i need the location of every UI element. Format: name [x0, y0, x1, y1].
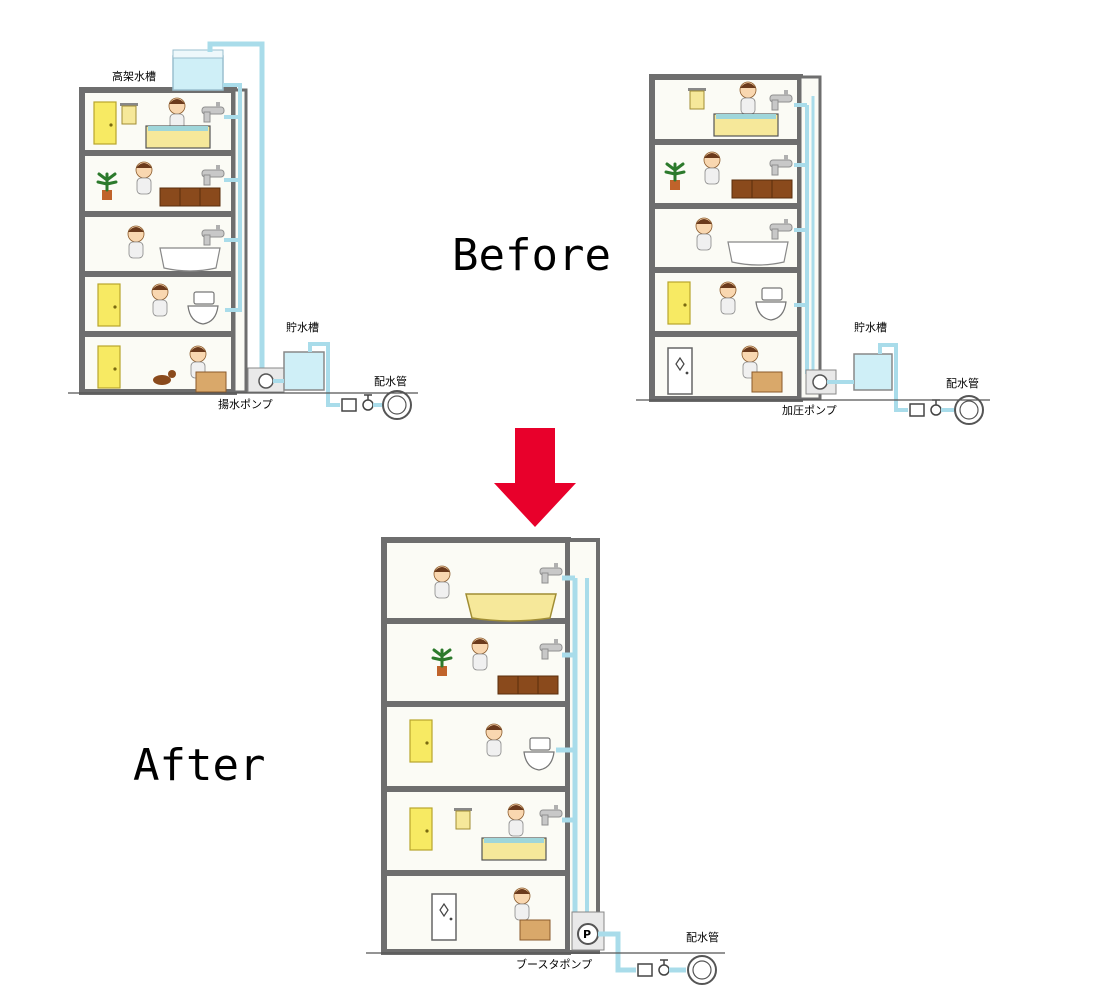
door-icon — [93, 101, 117, 145]
storage-tank — [283, 351, 325, 391]
cabinet-icon — [159, 187, 221, 207]
gate-valve-icon — [637, 959, 670, 977]
dog-icon — [153, 370, 176, 385]
door-icon — [97, 283, 121, 327]
pressure-pump-label: 加圧ポンプ — [782, 404, 837, 417]
pump-icon — [812, 374, 828, 390]
storage-tank — [853, 353, 893, 391]
after-heading: After — [133, 740, 265, 791]
distribution-pipe-label: 配水管 — [374, 374, 407, 388]
box-icon — [519, 919, 551, 941]
box-icon — [195, 371, 227, 393]
door-icon — [667, 281, 691, 325]
building-booster-pump-system: P 配水管 ブースタポンプ — [366, 537, 725, 985]
gate-valve-icon — [909, 399, 942, 417]
elevated-tank — [172, 55, 224, 91]
distribution-pipe-icon — [382, 390, 412, 420]
down-arrow-icon — [494, 428, 576, 527]
booster-pump-label: ブースタポンプ — [516, 957, 592, 971]
gate-valve-icon — [341, 394, 374, 412]
door-icon — [431, 893, 457, 941]
bathtub-icon — [713, 113, 779, 137]
distribution-pipe-icon — [687, 955, 717, 985]
before-heading: Before — [452, 230, 611, 281]
storage-tank-label: 貯水槽 — [286, 321, 319, 334]
door-icon — [97, 345, 121, 389]
distribution-pipe-label: 配水管 — [946, 376, 979, 390]
bathtub-icon — [145, 125, 211, 149]
towel-icon — [453, 807, 473, 830]
bathtub-icon — [465, 593, 557, 622]
bathtub-icon — [481, 837, 547, 861]
bathtub-icon — [159, 247, 221, 272]
towel-icon — [119, 102, 139, 125]
pump-mark: P — [583, 928, 591, 941]
building-pressure-pump-system: 貯水槽 配水管 加圧ポンプ — [636, 74, 990, 425]
pump-icon — [258, 373, 274, 389]
door-icon — [409, 719, 433, 763]
box-icon — [751, 371, 783, 393]
building-elevated-tank-system: 高架水槽 貯水槽 配水管 揚水ポンプ — [68, 41, 418, 420]
door-icon — [409, 807, 433, 851]
lift-pump-label: 揚水ポンプ — [218, 398, 273, 411]
cabinet-icon — [497, 675, 559, 695]
towel-icon — [687, 87, 707, 110]
door-icon — [667, 347, 693, 395]
elevated-tank-label: 高架水槽 — [112, 69, 156, 83]
storage-tank-label: 貯水槽 — [854, 321, 887, 334]
distribution-pipe-label: 配水管 — [686, 930, 719, 944]
bathtub-icon — [727, 241, 789, 266]
cabinet-icon — [731, 179, 793, 199]
